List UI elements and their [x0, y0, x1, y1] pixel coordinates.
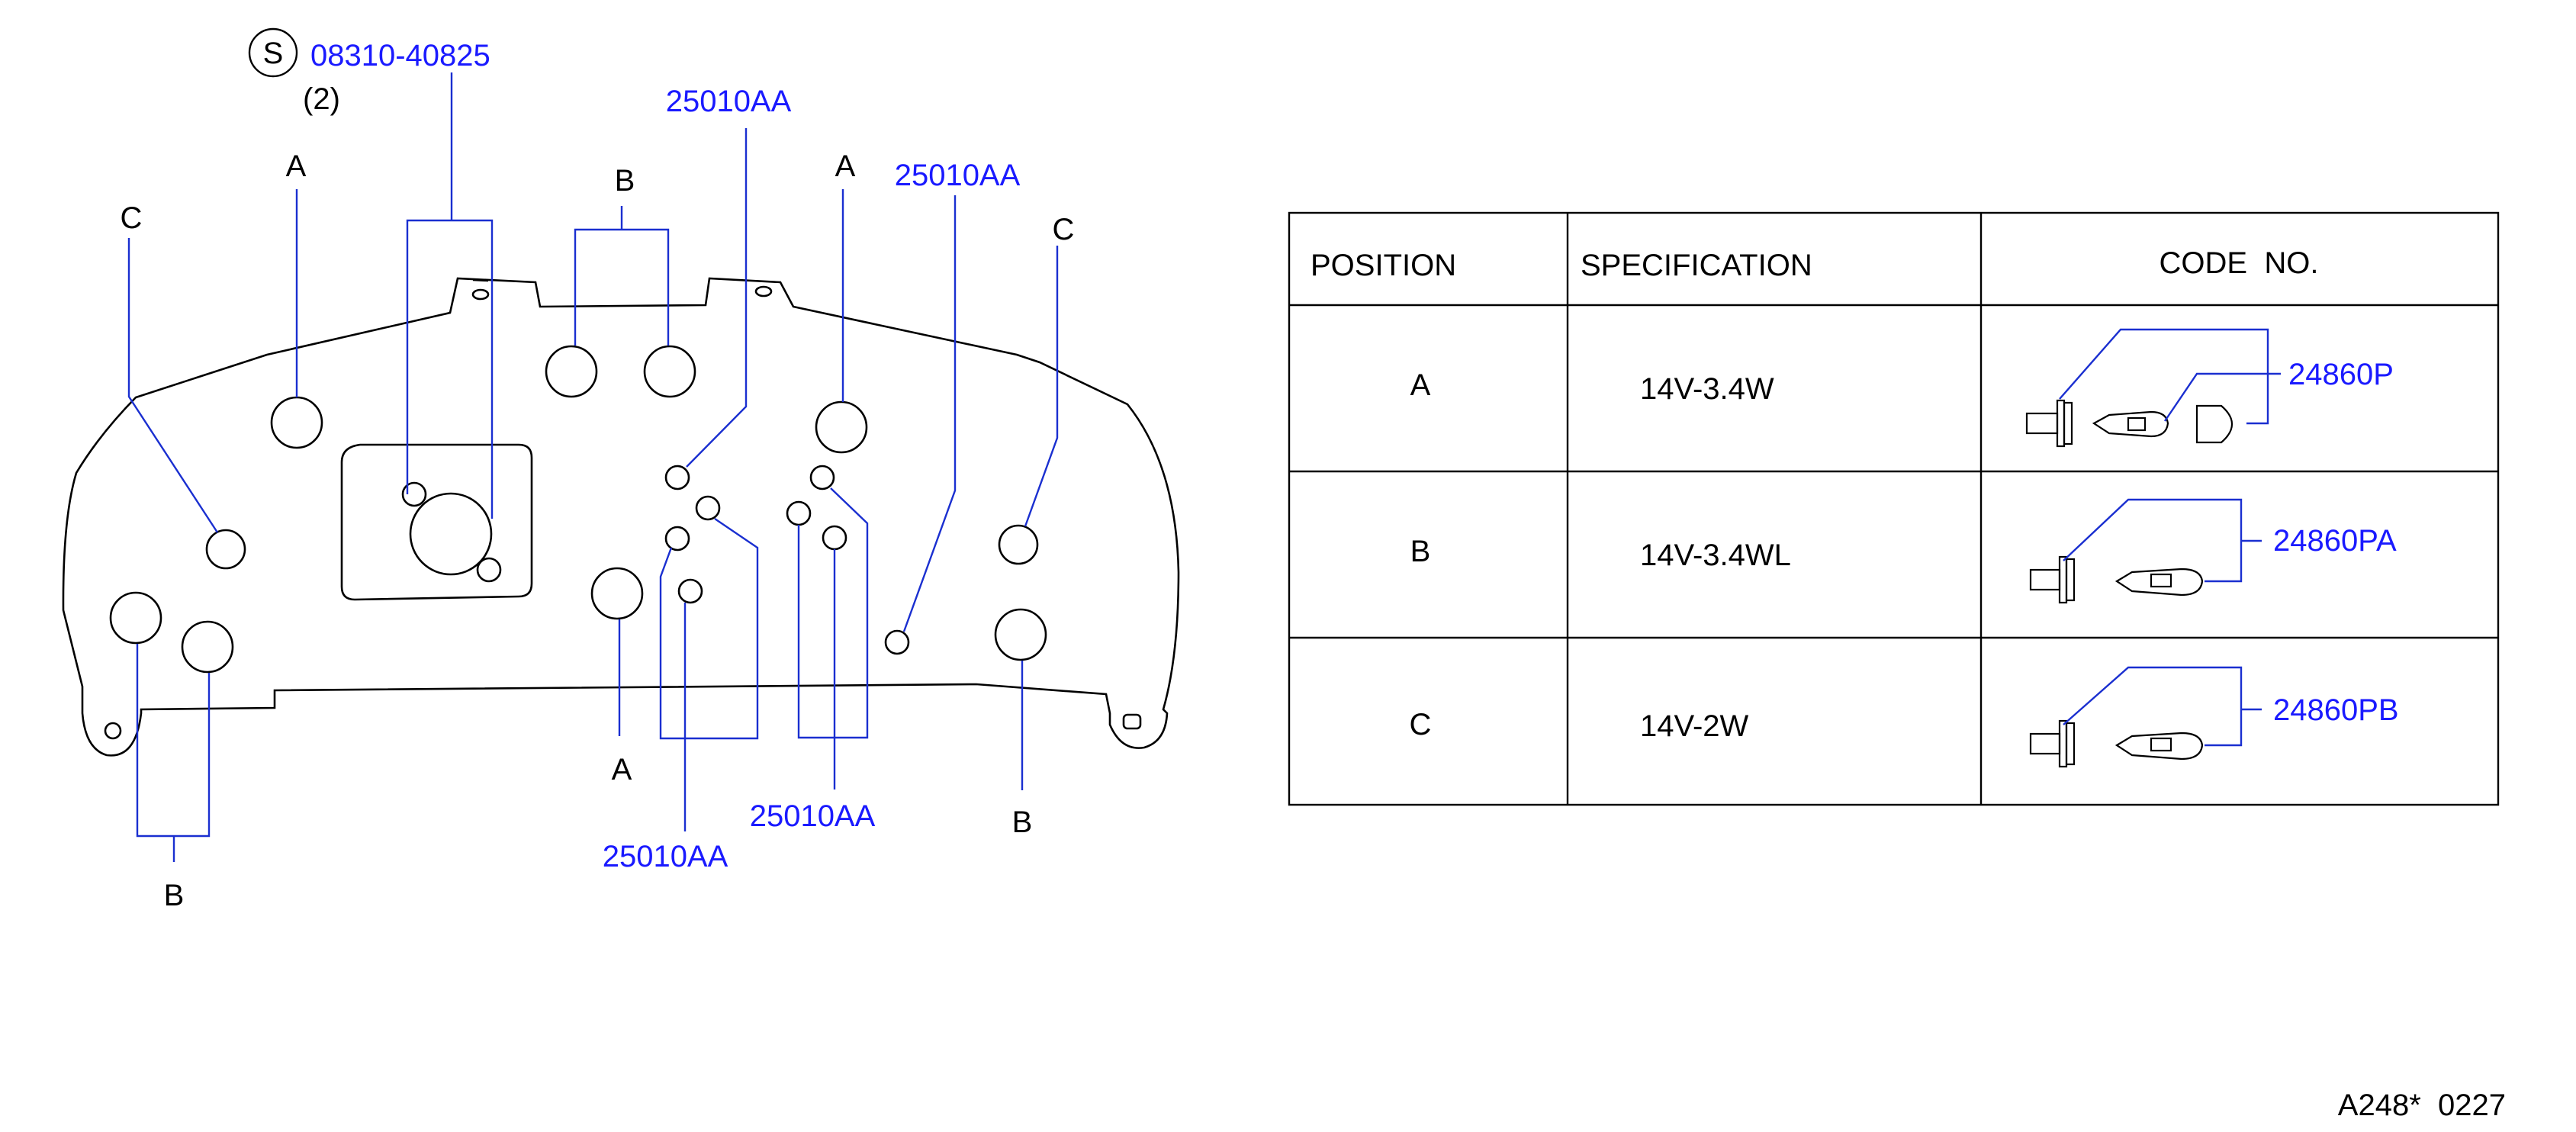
row-c-code[interactable]: 24860PB [2273, 693, 2399, 727]
row-a-spec: 14V-3.4W [1640, 372, 1774, 406]
hole-c-right [998, 524, 1039, 565]
hole-b-left-2 [181, 620, 234, 674]
callout-labels: S 08310-40825 (2) 25010AA 25010AA 25010A… [121, 27, 1075, 912]
hole-screw-1 [401, 481, 427, 507]
position-a-top-right: A [835, 150, 856, 183]
hole-a-top-right [815, 400, 868, 454]
header-code-no: CODE NO. [2160, 246, 2319, 280]
screw-part-number[interactable]: 08310-40825 [310, 39, 490, 72]
bulb-icon [2029, 719, 2204, 768]
hole-socket-1 [664, 465, 690, 490]
hole-b-left-1 [109, 591, 162, 645]
hole-socket-4 [677, 578, 703, 604]
hole-b-right [994, 608, 1047, 661]
hole-socket-8 [884, 629, 910, 655]
table-row: B 14V-3.4WL 24860PA [1410, 498, 2397, 604]
leader-lines [127, 72, 1059, 862]
socket-part-top-left[interactable]: 25010AA [666, 85, 792, 118]
cluster-board-outline [62, 277, 1180, 757]
header-specification: SPECIFICATION [1581, 249, 1812, 282]
position-c-left: C [121, 201, 143, 235]
hole-a-bottom [590, 567, 644, 620]
table-row: C 14V-2W 24860PB [1410, 666, 2399, 768]
hole-socket-6 [786, 500, 812, 526]
drawing-code: A248* 0227 [2338, 1089, 2506, 1122]
header-position: POSITION [1311, 249, 1456, 282]
row-a-position: A [1410, 368, 1431, 402]
hole-socket-7 [822, 525, 847, 551]
hole-gauge [409, 492, 493, 576]
table-row: A 14V-3.4W 24860P [1410, 328, 2394, 448]
hole-a-top-left [270, 396, 323, 449]
hole-c-left [205, 529, 246, 570]
row-b-position: B [1410, 535, 1431, 568]
bulb-holes [109, 345, 1047, 674]
hole-b-top-1 [545, 345, 598, 398]
position-c-right: C [1053, 213, 1075, 246]
position-a-bottom: A [612, 753, 632, 786]
row-c-position: C [1410, 708, 1432, 741]
socket-part-bottom-center[interactable]: 25010AA [750, 799, 876, 833]
hole-socket-3 [664, 526, 690, 552]
position-b-bottom-left: B [164, 879, 185, 912]
screw-quantity: (2) [303, 82, 340, 116]
position-a-top-left: A [286, 150, 307, 183]
hole-socket-5 [809, 465, 835, 490]
bulb-icon [2029, 555, 2204, 604]
screw-s-symbol [248, 27, 298, 78]
row-b-spec: 14V-3.4WL [1640, 539, 1791, 572]
hole-socket-2 [695, 495, 721, 521]
position-b-bottom-right: B [1012, 806, 1033, 839]
hole-b-top-2 [643, 345, 696, 398]
row-b-code[interactable]: 24860PA [2273, 524, 2397, 558]
position-b-top: B [615, 164, 635, 198]
row-a-code[interactable]: 24860P [2288, 358, 2394, 391]
socket-part-top-right[interactable]: 25010AA [895, 159, 1021, 192]
spec-table: POSITION SPECIFICATION CODE NO. A 14V-3.… [1288, 211, 2500, 806]
socket-part-bottom-left[interactable]: 25010AA [603, 840, 728, 873]
hole-screw-2 [476, 557, 502, 583]
bulb-icon [2025, 399, 2233, 448]
row-c-spec: 14V-2W [1640, 709, 1749, 743]
screw-symbol-label: S [263, 37, 284, 70]
